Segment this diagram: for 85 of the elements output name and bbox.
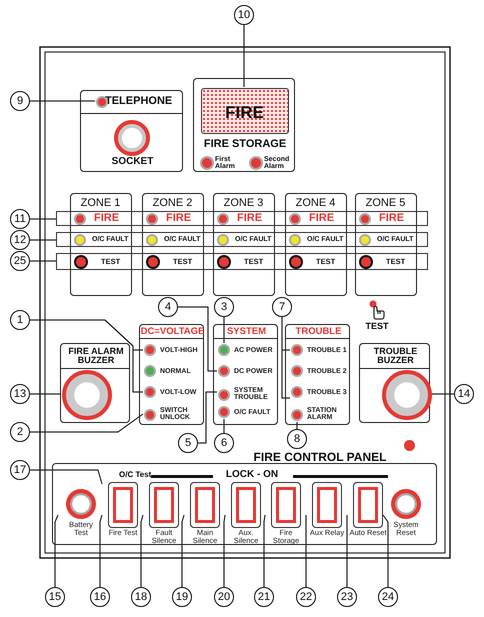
callout-number: 3: [214, 297, 234, 317]
system-module: [213, 324, 278, 425]
voltage-module: [139, 324, 204, 425]
zone-title: ZONE 3: [222, 198, 264, 210]
leader-line: [264, 514, 266, 588]
callout-number: 15: [45, 587, 65, 607]
callout-number: 5: [178, 433, 198, 453]
callout-number: 12: [10, 230, 30, 250]
module-title: FIRE ALARM BUZZER: [67, 347, 125, 366]
leader-line: [382, 514, 388, 588]
callout-number: 2: [10, 422, 30, 442]
callout-number: 23: [337, 587, 357, 607]
control-strip: [52, 463, 437, 545]
leader-line: [30, 320, 144, 392]
callout-number: 18: [131, 587, 151, 607]
leader-line: [30, 100, 96, 102]
indicator-label: FIRE: [237, 213, 264, 225]
callout-number: 1: [10, 310, 30, 330]
buzzer-module: [359, 343, 430, 423]
leader-line: [346, 514, 348, 588]
callout-number: 20: [214, 587, 234, 607]
callout-number: 11: [10, 209, 30, 229]
callout-number: 16: [90, 587, 110, 607]
zone-card: [285, 193, 347, 296]
zone-card: [355, 193, 417, 296]
callout-number: 10: [234, 5, 254, 25]
zone-title: ZONE 1: [80, 198, 122, 210]
indicator-strip: [56, 253, 428, 270]
zone-title: ZONE 2: [152, 198, 194, 210]
callout-number: 8: [287, 429, 307, 449]
indicator-label: FIRE: [94, 213, 120, 225]
leader-line: [30, 260, 56, 262]
callout-number: 24: [378, 587, 398, 607]
group-title: LOCK - ON: [224, 470, 280, 480]
socket-label: SOCKET: [110, 157, 154, 168]
callout-number: 17: [10, 460, 30, 480]
indicator-lamp: [249, 156, 263, 170]
alarm-display: [201, 88, 289, 134]
switch-group-label: O/C Test: [119, 471, 152, 480]
indicator-lamp: [200, 156, 214, 170]
leader-line: [140, 514, 144, 588]
indicator-strip: [56, 232, 428, 247]
module-title: FIRE STORAGE: [202, 139, 288, 151]
callout-number: 4: [158, 297, 178, 317]
leader-line: [182, 514, 184, 588]
callout-number: 13: [10, 384, 30, 404]
leader-line: [198, 392, 218, 444]
zone-title: ZONE 4: [294, 198, 336, 210]
indicator-strip: [56, 211, 428, 226]
panel-name: FIRE CONTROL PANEL: [252, 451, 388, 464]
callout-number: 9: [10, 91, 30, 111]
zone-card: [213, 193, 275, 296]
leader-line: [178, 306, 218, 372]
callout-number: 14: [454, 384, 474, 404]
leader-line: [30, 218, 56, 220]
indicator-label: FIRE: [379, 213, 406, 225]
indicator-label: FIRE: [166, 213, 192, 225]
telephone-module: [80, 90, 183, 172]
zone-card: [70, 193, 132, 296]
module-title: TROUBLE: [294, 327, 342, 337]
zone-card: [142, 193, 204, 296]
test-label: TEST: [364, 322, 390, 332]
module-title: TROUBLE BUZZER: [372, 347, 418, 366]
leader-line: [30, 414, 144, 432]
trouble-module: [285, 324, 350, 425]
leader-line: [224, 514, 226, 588]
leader-line: [282, 316, 290, 398]
leader-line: [54, 514, 58, 588]
indicator-label: FIRE: [309, 213, 336, 225]
buzzer: [382, 370, 432, 420]
buzzer-module: [60, 343, 130, 423]
callout-number: 21: [254, 587, 274, 607]
fire-storage-module: [193, 78, 295, 172]
zone-title: ZONE 5: [364, 198, 406, 210]
callout-number: 22: [296, 587, 316, 607]
module-title: TELEPHONE: [105, 96, 174, 108]
display-text: FIRE: [224, 104, 265, 122]
callout-number: 25: [10, 251, 30, 271]
callout-number: 6: [214, 433, 234, 453]
leader-line: [30, 470, 102, 484]
callout-number: 19: [172, 587, 192, 607]
buzzer: [62, 370, 112, 420]
module-title: SYSTEM: [226, 327, 268, 337]
callout-number: 7: [272, 297, 292, 317]
leader-line: [100, 514, 102, 588]
